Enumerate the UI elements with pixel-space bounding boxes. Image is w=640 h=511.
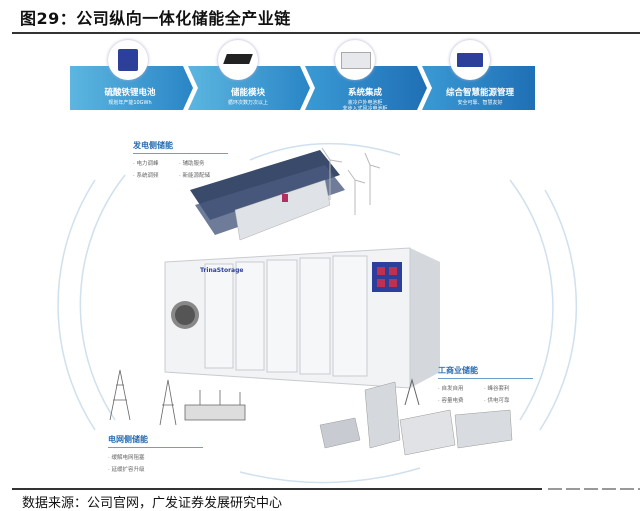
- scenario-item: · 新能源配储: [179, 173, 211, 179]
- chain-step-4: 综合智慧能源管理 安全可靠、智慧友好: [420, 66, 540, 110]
- scenario-item: · 容量电费: [438, 398, 464, 404]
- chain-step-3: 系统集成 液冷户外电池柜 非步入式风冷电池柜: [305, 66, 425, 112]
- scenario-item: · 供电可靠: [484, 398, 510, 404]
- chain-step-2-shape: [188, 66, 310, 110]
- scenario-item: · 电力调峰: [133, 161, 159, 167]
- chain-step-3-shape: [305, 66, 427, 110]
- storage-container-image: [164, 247, 440, 389]
- chain-step-name: 系统集成: [347, 88, 382, 98]
- battery-module-image: [218, 40, 258, 80]
- figure-title: 图29：公司纵向一体化储能全产业链: [20, 9, 291, 28]
- ems-image: [450, 40, 490, 80]
- chain-step-2: 储能模块 循环次数万次以上: [188, 66, 308, 110]
- product-brand-logo: TrinaStorage: [200, 267, 243, 274]
- chain-step-1-shape: [70, 66, 193, 110]
- cabinet-image: [335, 40, 375, 80]
- scenario-title: 电网侧储能: [108, 434, 203, 448]
- scenario-title: 发电侧储能: [133, 140, 228, 154]
- chain-step-4-shape: [422, 66, 535, 110]
- chain-step-name: 硫酸铁锂电池: [104, 88, 156, 98]
- scenario-item: · 辅助服务: [179, 161, 205, 167]
- wind-turbines-image: [321, 147, 381, 215]
- chain-step-name: 综合智慧能源管理: [445, 88, 514, 98]
- scenario-item: · 延缓扩容升级: [108, 467, 145, 473]
- chain-step-1: 硫酸铁锂电池 规划年产能10GWh: [70, 66, 190, 110]
- arc-rings: [57, 142, 578, 484]
- commercial-scenario: 工商业储能 · 自发自用 · 峰谷套利 · 容量电费 · 供电可靠: [438, 365, 533, 404]
- chain-step-desc: 循环次数万次以上: [227, 100, 268, 106]
- chain-step-desc: 安全可靠、智慧友好: [457, 100, 503, 106]
- scenario-item: · 缓解电网阻塞: [108, 455, 145, 461]
- battery-cell-image: [108, 40, 148, 80]
- top-rule: [12, 32, 640, 34]
- scenario-item: · 自发自用: [438, 386, 464, 392]
- chain-step-desc: 液冷户外电池柜: [347, 100, 383, 106]
- solar-panels-image: [190, 150, 345, 241]
- chain-step-desc: 非步入式风冷电池柜: [342, 106, 388, 112]
- commercial-buildings-image: [319, 378, 513, 456]
- scenario-item: · 系统调频: [133, 173, 159, 179]
- bottom-rule: [12, 488, 542, 490]
- chain-step-name: 储能模块: [230, 88, 265, 98]
- scenario-title: 工商业储能: [438, 365, 533, 379]
- grid-side-scenario: 电网侧储能 · 缓解电网阻塞 · 延缓扩容升级: [108, 434, 203, 473]
- value-chain-banner: [70, 66, 535, 110]
- scenario-item: · 峰谷套利: [484, 386, 510, 392]
- chain-step-desc: 规划年产能10GWh: [108, 100, 152, 106]
- bottom-rule-tail: [548, 488, 640, 490]
- generation-side-scenario: 发电侧储能 · 电力调峰 · 辅助服务 · 系统调频 · 新能源配储: [133, 140, 228, 179]
- power-grid-image: [109, 369, 246, 426]
- figure-source: 数据来源：公司官网，广发证券发展研究中心: [22, 496, 283, 511]
- scenario-illustration: TrinaStorage: [57, 142, 578, 484]
